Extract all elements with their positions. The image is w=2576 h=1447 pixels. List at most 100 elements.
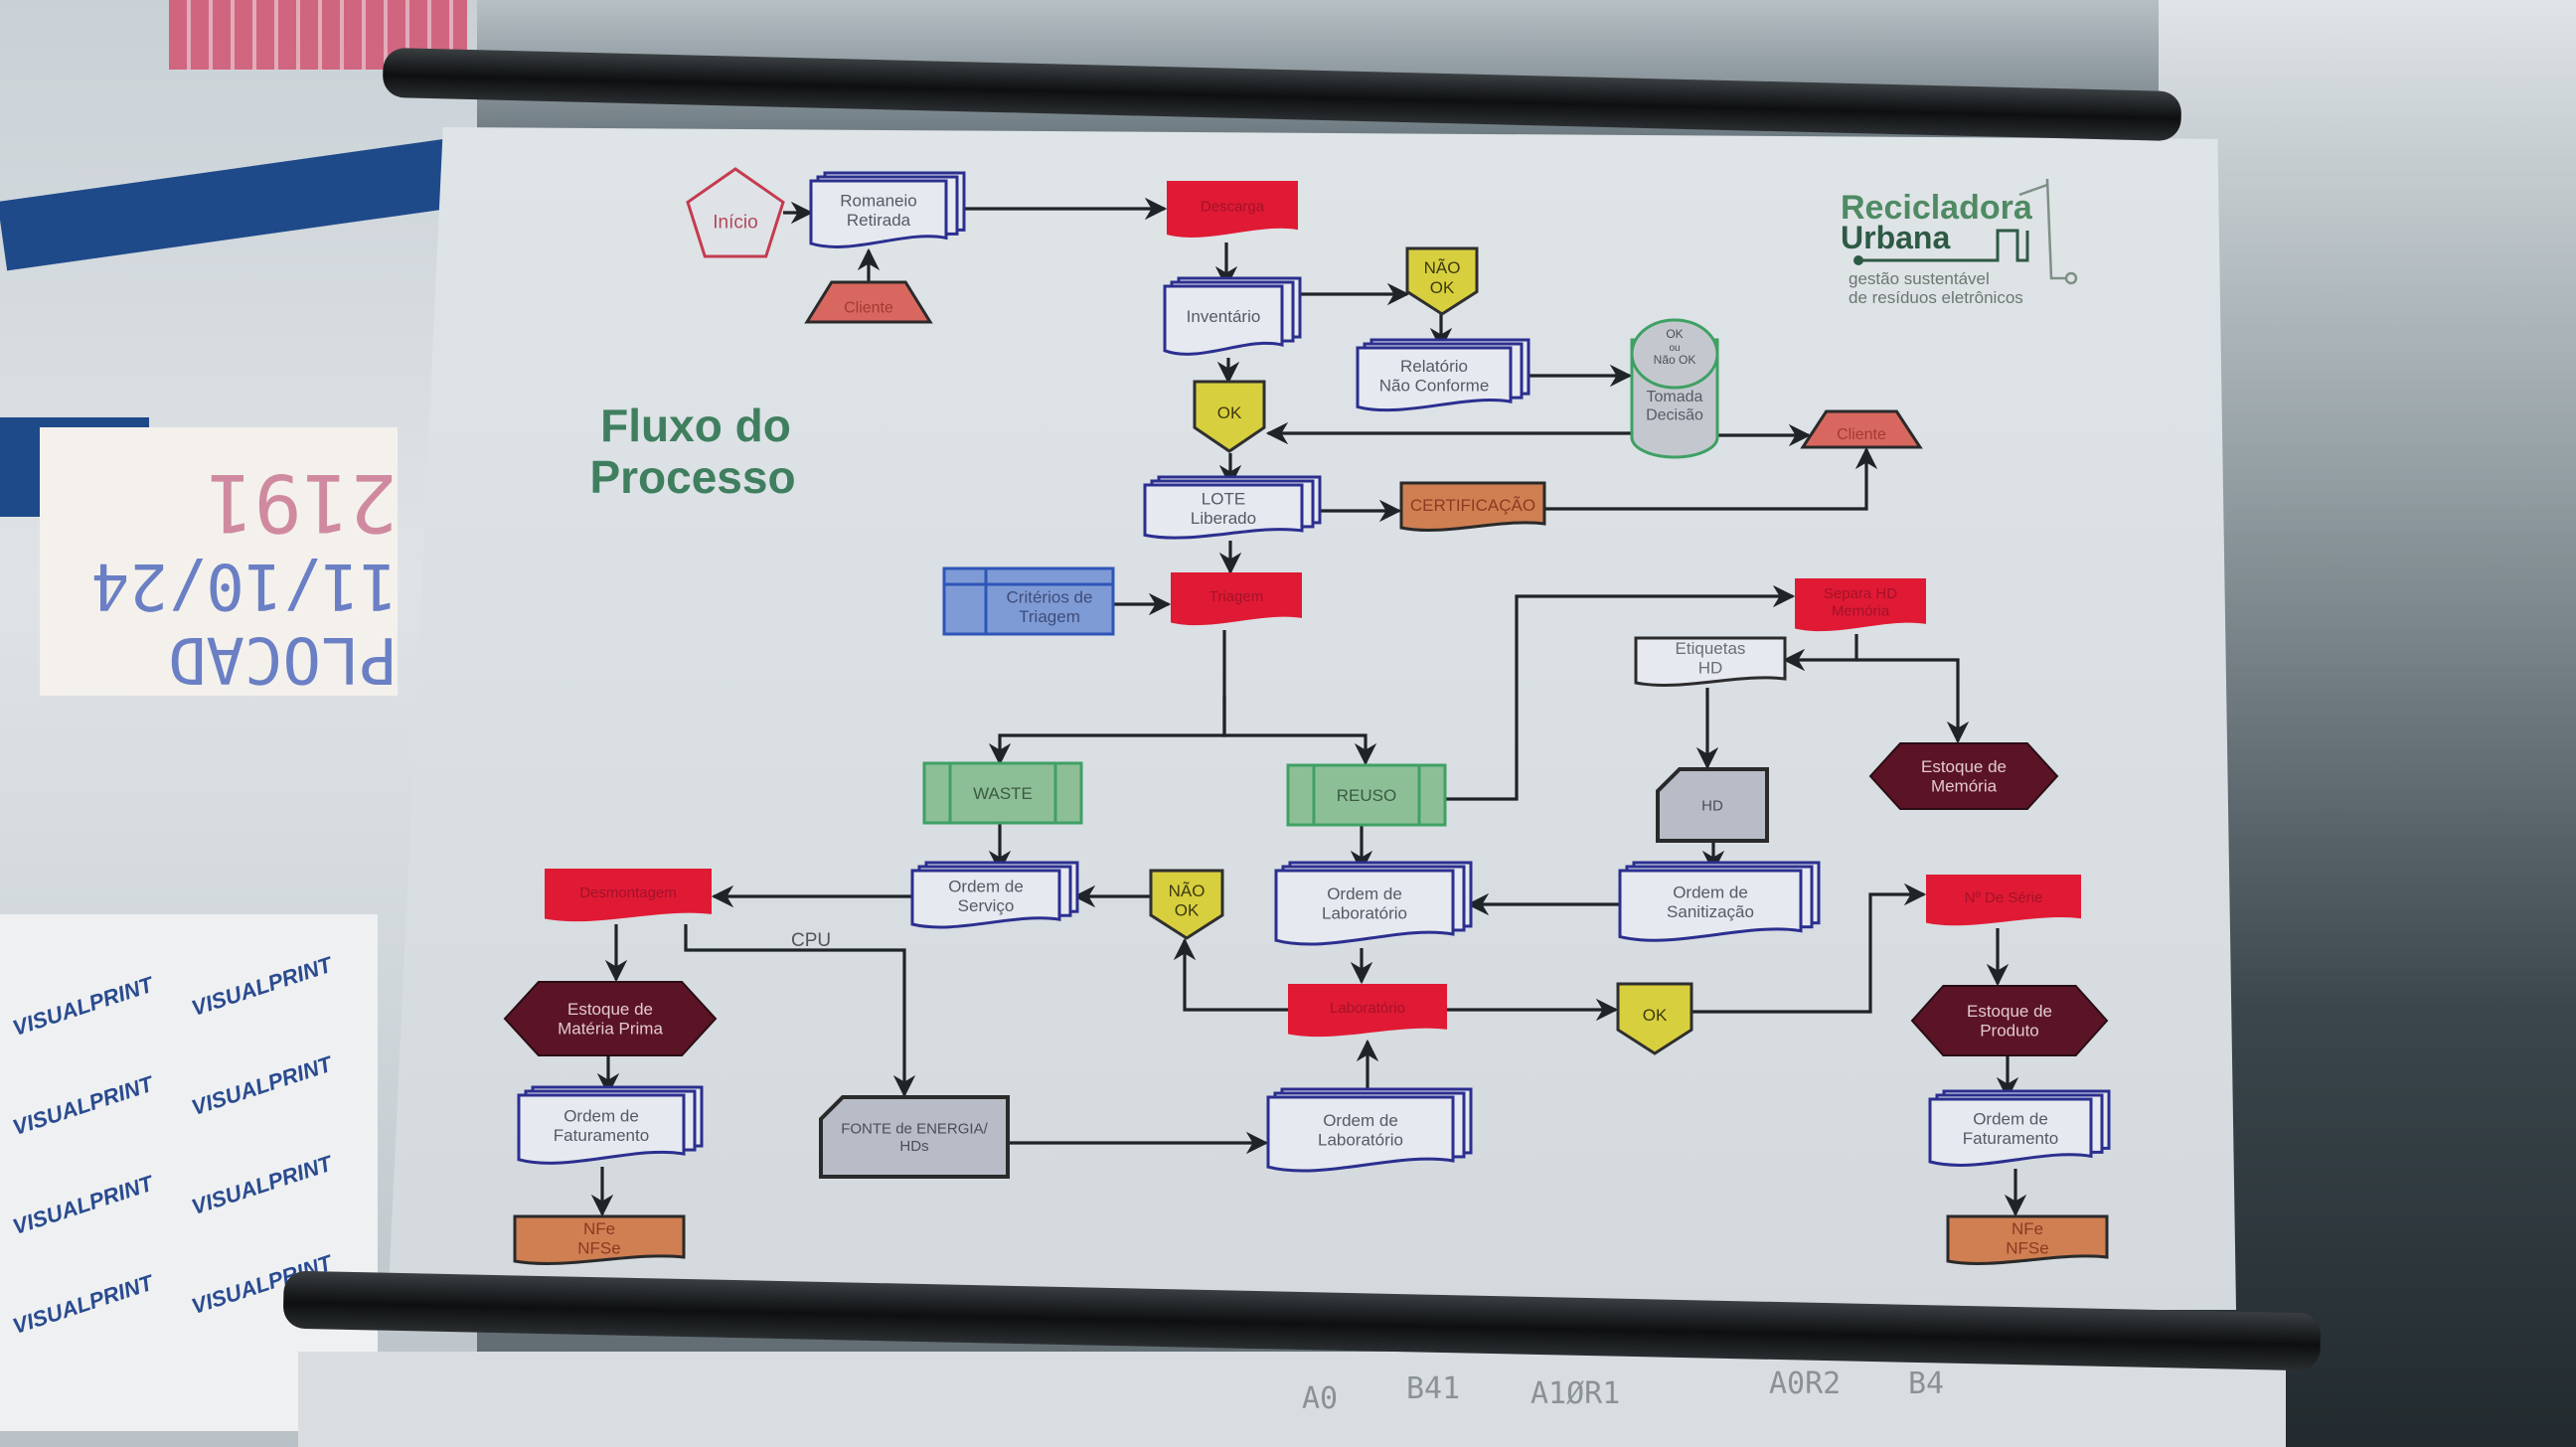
edge-reuso-to-separa <box>1445 584 1796 801</box>
node-ok1[interactable]: OK <box>1193 380 1266 453</box>
node-label: Sanitização <box>1667 902 1754 921</box>
node-cap-text: ou <box>1669 343 1680 354</box>
node-label: Descarga <box>1201 198 1265 215</box>
node-certificacao[interactable]: CERTIFICAÇÃO <box>1399 481 1546 532</box>
node-shape <box>1634 636 1787 687</box>
bottom-grid-label: A0R2 <box>1769 1367 1842 1401</box>
node-shape <box>1193 380 1266 453</box>
node-shape <box>545 869 712 922</box>
logo-circuit-ring <box>2064 271 2078 285</box>
node-cliente1[interactable]: Cliente <box>804 280 933 324</box>
node-shape <box>1795 578 1926 632</box>
node-desmontagem[interactable]: Desmontagem <box>545 869 712 922</box>
node-shape <box>1266 1095 1455 1173</box>
node-label: NFSe <box>577 1239 620 1258</box>
node-label: OK <box>1175 901 1200 920</box>
node-inicio[interactable]: Início <box>686 167 785 258</box>
node-shape <box>1910 985 2109 1056</box>
node-shape <box>1633 413 1716 437</box>
node-waste[interactable]: WASTE <box>922 761 1083 825</box>
node-label: Triagem <box>1209 588 1263 605</box>
edge-desmontagem-to-fonte <box>684 924 916 1098</box>
node-label: Faturamento <box>1963 1129 2058 1148</box>
node-label: NFe <box>2012 1219 2043 1238</box>
node-label: Romaneio <box>840 192 917 211</box>
node-shape <box>1288 984 1447 1038</box>
node-cliente2[interactable]: Cliente <box>1800 409 1923 449</box>
logo-name-line-2: Urbana <box>1841 220 1950 255</box>
node-label: NÃO <box>1169 882 1206 900</box>
edge-laboratorio-to-naook2 <box>1173 937 1288 1012</box>
node-shape <box>1274 869 1455 946</box>
node-label: OK <box>1430 278 1455 297</box>
node-label: Cliente <box>844 299 893 316</box>
node-laboratorio[interactable]: Laboratório <box>1288 984 1447 1038</box>
node-fonte[interactable]: FONTE de ENERGIA/HDs <box>819 1095 1010 1179</box>
node-shape <box>686 167 785 258</box>
node-reuso[interactable]: REUSO <box>1286 763 1447 827</box>
node-shape <box>1399 481 1546 532</box>
node-shape <box>910 869 1061 929</box>
node-descarga[interactable]: Descarga <box>1167 181 1298 238</box>
node-label: Produto <box>1980 1022 2039 1041</box>
node-label: FONTE de ENERGIA/ <box>841 1121 988 1138</box>
node-label: NÃO <box>1424 258 1461 277</box>
node-label: HD <box>1701 797 1723 814</box>
node-label: Decisão <box>1646 406 1703 423</box>
node-label: LOTE <box>1202 490 1245 509</box>
node-label: Memória <box>1931 777 1998 796</box>
edge-label-cpu: CPU <box>791 930 831 951</box>
node-shape <box>1149 869 1224 940</box>
node-label: Não Conforme <box>1379 376 1490 395</box>
node-label: OK <box>1643 1006 1668 1025</box>
node-ok2[interactable]: OK <box>1616 982 1693 1055</box>
node-label: Etiquetas <box>1676 639 1746 658</box>
node-label: OK <box>1217 403 1242 422</box>
node-shape <box>1163 284 1284 356</box>
node-triagem[interactable]: Triagem <box>1171 572 1302 626</box>
node-label: NFe <box>583 1219 615 1238</box>
node-shape <box>819 1095 1010 1179</box>
node-label: NFSe <box>2006 1239 2048 1258</box>
logo-circuit-trace <box>2018 178 2067 280</box>
node-label: Tomada <box>1647 389 1703 405</box>
edges-layer <box>590 197 2027 1217</box>
edge-triagem-to-waste <box>988 630 1226 766</box>
node-shape <box>1405 246 1479 316</box>
node-nserie[interactable]: Nº De Série <box>1926 875 2081 926</box>
node-shape <box>517 1093 686 1165</box>
node-label: Liberado <box>1191 509 1256 528</box>
node-label: Triagem <box>1019 607 1080 626</box>
node-label: Cliente <box>1837 426 1886 443</box>
node-shape <box>804 280 933 324</box>
node-label: Retirada <box>847 211 911 230</box>
node-label: HDs <box>899 1138 928 1155</box>
bottom-grid-label: A1ØR1 <box>1530 1376 1621 1411</box>
node-hd[interactable]: HD <box>1656 767 1769 843</box>
node-label: Memória <box>1832 602 1890 619</box>
node-inventario[interactable]: Inventário <box>1163 276 1302 356</box>
edge-ok2-to-nserie <box>1691 883 1927 1014</box>
sticker-sheet: VISUALPRINT VISUALPRINT VISUALPRINT VISU… <box>0 914 378 1431</box>
